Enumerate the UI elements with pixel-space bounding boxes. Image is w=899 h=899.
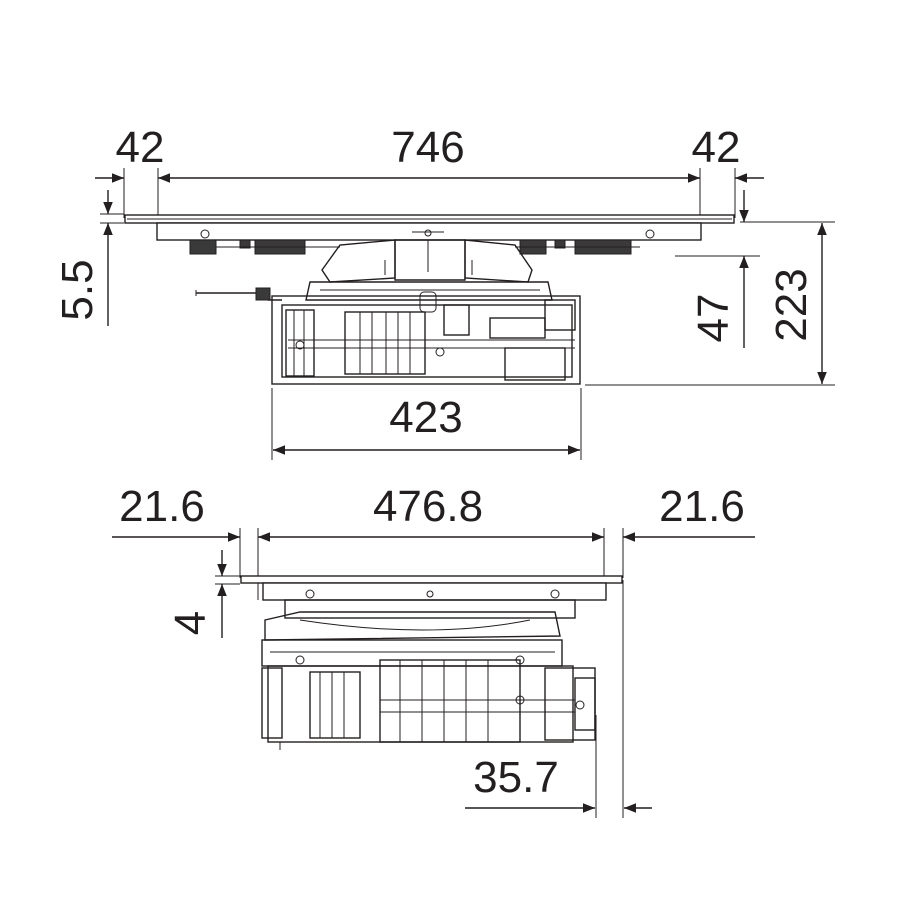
dim-line-body-width — [271, 388, 582, 460]
dim-side-right-margin-label: 21.6 — [659, 482, 745, 531]
dim-left-margin-label: 42 — [116, 123, 165, 172]
power-cable — [195, 287, 282, 301]
dim-line-side-offset — [465, 580, 652, 818]
dim-line-side-glass-thickness — [215, 550, 240, 638]
vent-grilles — [189, 239, 640, 255]
dim-width-label: 746 — [391, 123, 464, 172]
side-view: 21.6 476.8 21.6 4 35.7 — [112, 482, 755, 818]
dim-line-right-verticals — [585, 190, 835, 386]
dim-glass-depth-label: 47 — [689, 294, 738, 343]
dim-side-glass-thickness-label: 4 — [166, 611, 215, 635]
main-body-side — [261, 659, 596, 750]
dim-side-left-margin-label: 21.6 — [119, 482, 205, 531]
main-body-front — [271, 295, 581, 385]
glass-cooktop-front — [124, 214, 735, 241]
dim-body-width-label: 423 — [389, 393, 462, 442]
dim-glass-thickness-label: 5.5 — [53, 259, 102, 320]
dim-right-margin-label: 42 — [692, 123, 741, 172]
dim-side-width-label: 476.8 — [373, 482, 483, 531]
glass-cooktop-side — [240, 575, 623, 619]
fan-housing-front — [305, 239, 553, 313]
dim-total-height-label: 223 — [767, 268, 816, 341]
dim-line-side-width — [112, 528, 755, 600]
dim-side-offset-label: 35.7 — [473, 753, 559, 802]
dim-line-glass-thickness — [100, 190, 124, 326]
front-view: 42 746 42 5.5 47 223 — [53, 123, 835, 460]
dim-line-top-width — [95, 168, 764, 218]
fan-housing-side — [261, 611, 563, 667]
